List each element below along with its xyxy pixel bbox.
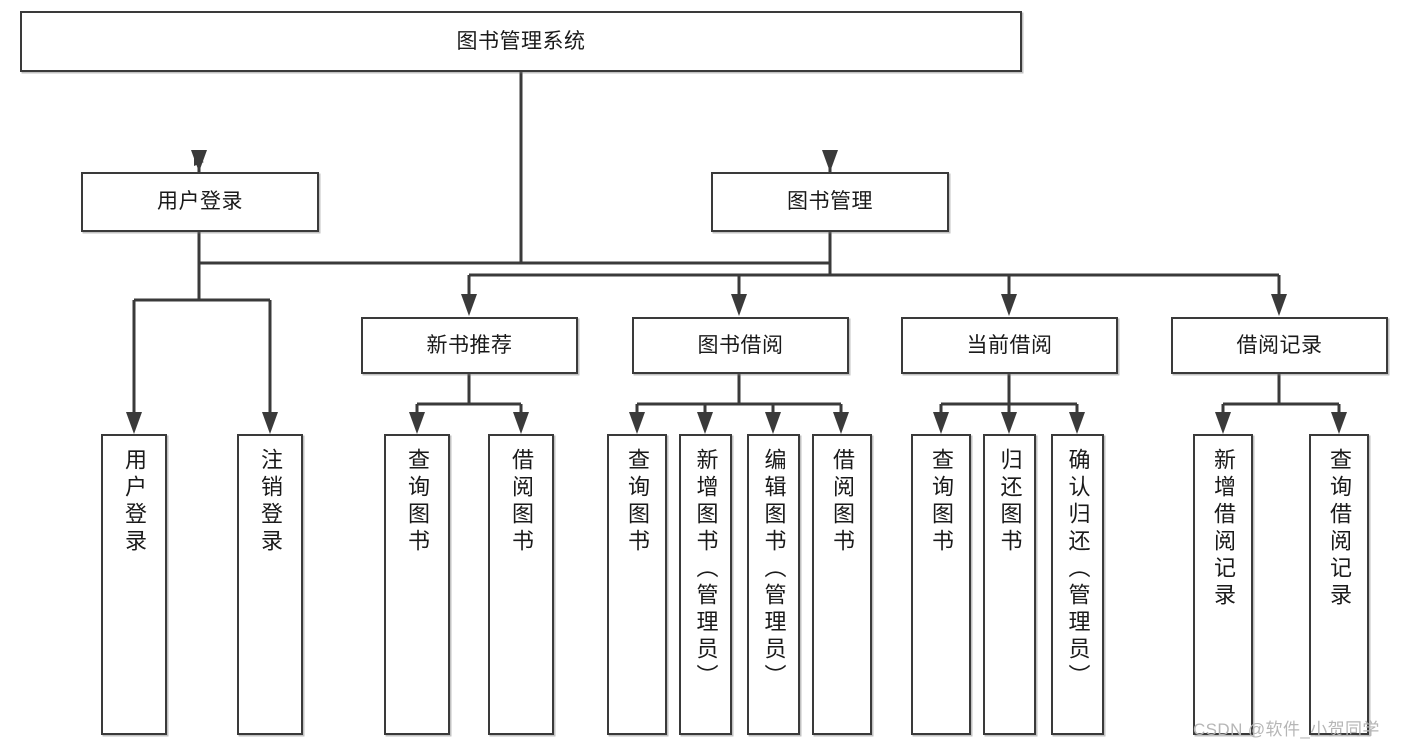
leaf-borrow-book-recommend[interactable]: 借阅图书 [488, 434, 554, 735]
arrowhead-group-level3 [461, 294, 1287, 316]
node-label: 用户登录 [157, 190, 243, 214]
leaf-query-book-current[interactable]: 查询图书 [911, 434, 971, 735]
node-book-management-system[interactable]: 图书管理系统 [20, 11, 1022, 72]
leaf-add-book[interactable]: 新增图书（管理员） [679, 434, 732, 735]
node-current-borrow[interactable]: 当前借阅 [901, 317, 1118, 374]
arrowhead-group-level2 [191, 150, 838, 172]
node-book-borrow[interactable]: 图书借阅 [632, 317, 849, 374]
leaf-query-borrow-record[interactable]: 查询借阅记录 [1309, 434, 1369, 735]
leaf-logout-login[interactable]: 注销登录 [237, 434, 303, 735]
arrowhead-group-borrow-leaves [629, 412, 849, 434]
node-label: 用户登录 [122, 448, 147, 556]
node-user-login[interactable]: 用户登录 [81, 172, 319, 232]
leaf-user-login[interactable]: 用户登录 [101, 434, 167, 735]
node-book-manage[interactable]: 图书管理 [711, 172, 949, 232]
node-label: 图书借阅 [697, 333, 784, 357]
leaf-borrow-book-borrow[interactable]: 借阅图书 [812, 434, 872, 735]
node-label: 归还图书 [997, 448, 1023, 556]
node-label: 借阅图书 [509, 448, 534, 556]
node-label: 查询图书 [405, 448, 430, 556]
node-label: 确认归还（管理员） [1065, 448, 1091, 691]
leaf-add-borrow-record[interactable]: 新增借阅记录 [1193, 434, 1253, 735]
arrowhead-group-current-leaves [933, 412, 1085, 434]
leaf-query-book-recommend[interactable]: 查询图书 [384, 434, 450, 735]
node-label: 查询图书 [929, 448, 954, 556]
node-label: 当前借阅 [966, 333, 1053, 357]
node-borrow-record[interactable]: 借阅记录 [1171, 317, 1388, 374]
node-label: 查询借阅记录 [1327, 448, 1352, 610]
arrowhead-group-record-leaves [1215, 412, 1347, 434]
node-label: 新增借阅记录 [1211, 448, 1236, 610]
leaf-query-book-borrow[interactable]: 查询图书 [607, 434, 667, 735]
node-label: 借阅记录 [1236, 333, 1323, 357]
node-label: 图书管理 [787, 190, 873, 214]
node-label: 新增图书（管理员） [693, 448, 719, 691]
node-label: 编辑图书（管理员） [761, 448, 787, 691]
node-label: 新书推荐 [426, 333, 513, 357]
node-label: 查询图书 [625, 448, 650, 556]
arrowhead-group-user-login-leaves [126, 412, 278, 434]
csdn-watermark: CSDN @软件_小贺同学 [1193, 720, 1380, 739]
node-label: 借阅图书 [830, 448, 855, 556]
node-label: 注销登录 [258, 448, 283, 556]
node-new-book-recommend[interactable]: 新书推荐 [361, 317, 578, 374]
arrowhead-group-recommend-leaves [409, 412, 529, 434]
leaf-return-book[interactable]: 归还图书 [983, 434, 1036, 735]
node-label: 图书管理系统 [456, 29, 586, 53]
leaf-confirm-return[interactable]: 确认归还（管理员） [1051, 434, 1104, 735]
leaf-edit-book[interactable]: 编辑图书（管理员） [747, 434, 800, 735]
